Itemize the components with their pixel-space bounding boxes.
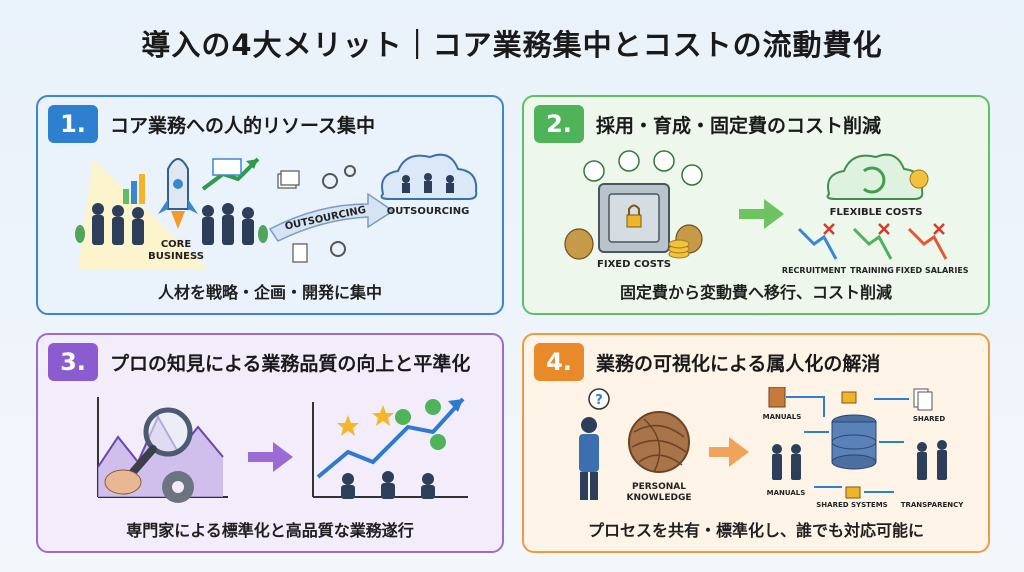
- manuals-bottom-label: MANUALS: [767, 489, 806, 497]
- star-icon: [337, 405, 394, 436]
- document-stack-icon: [277, 170, 308, 263]
- panel-quality: 3. プロの知見による業務品質の向上と平準化: [36, 333, 504, 553]
- recruitment-label: RECRUITMENT: [782, 266, 847, 275]
- svg-text:?: ?: [595, 393, 603, 408]
- training-label: TRAINING: [850, 266, 894, 275]
- coin-stack-icon: [668, 239, 690, 259]
- fixed-costs-label: FIXED COSTS: [597, 259, 671, 270]
- panel-number: 2.: [534, 105, 584, 143]
- magnifier-icon: [129, 407, 193, 476]
- hand-icon: [104, 469, 142, 495]
- panel-title: プロの知見による業務品質の向上と平準化: [110, 353, 471, 375]
- cost-reduction-illustration: FIXED COSTS FLEXIBLE COSTS RECRUITMENT T…: [564, 150, 969, 275]
- team-people-icon: [92, 203, 254, 245]
- confused-person-icon: ?: [579, 388, 610, 500]
- panel-core-focus: 1. コア業務への人的リソース集中: [36, 95, 504, 315]
- panel-caption: 人材を戦略・企画・開発に集中: [157, 283, 382, 302]
- page-title: 導入の4大メリット｜コア業務集中とコストの流動費化: [141, 28, 883, 62]
- arrow-right-icon: [739, 199, 784, 229]
- panel-title: 業務の可視化による属人化の解消: [596, 353, 881, 375]
- panel-visualization: 4. 業務の可視化による属人化の解消 ? PERSONAL KNOWLEDGE: [522, 333, 990, 553]
- cloud-icon: [380, 153, 478, 200]
- fixed-salaries-label: FIXED SALARIES: [895, 266, 968, 275]
- shared-systems-label: SHARED SYSTEMS: [816, 501, 887, 509]
- transparency-label: TRANSPARENCY: [901, 501, 965, 509]
- yarn-ball-icon: [628, 411, 690, 473]
- core-focus-illustration: CORE BUSINESS OUTSOURCING OUTSOURCING: [75, 153, 478, 269]
- business-label: BUSINESS: [148, 251, 204, 262]
- gear-icon: [322, 165, 356, 257]
- flow-arrows: [786, 396, 909, 493]
- safe-icon: [598, 183, 670, 253]
- arrow-right-icon: [248, 442, 293, 472]
- panel-title: 採用・育成・固定費のコスト削減: [596, 115, 882, 137]
- visualization-illustration: ? PERSONAL KNOWLEDGE: [579, 387, 965, 509]
- decline-chart-icon: [797, 227, 948, 260]
- panel-number: 1.: [48, 105, 98, 143]
- core-label: CORE: [161, 239, 192, 250]
- panel-cost-reduction: 2. 採用・育成・固定費のコスト削減 FIXED COSTS FLEXIBLE …: [522, 95, 990, 315]
- flexible-cloud-icon: [826, 153, 929, 200]
- panel-number: 4.: [534, 343, 584, 381]
- arrow-right-icon: [709, 437, 749, 467]
- growth-chart-icon: [123, 157, 260, 204]
- plant-icon: [75, 225, 268, 243]
- manual-book-icon: [768, 387, 786, 408]
- gear-icon: [162, 471, 194, 503]
- check-icon: [395, 399, 446, 450]
- personal-label: PERSONAL: [632, 482, 686, 492]
- shared-doc-icon: [913, 388, 933, 411]
- knowledge-label: KNOWLEDGE: [627, 493, 692, 503]
- flexible-costs-label: FLEXIBLE COSTS: [830, 207, 923, 218]
- people-circle-icon: [583, 150, 703, 186]
- panel-caption: 固定費から変動費へ移行、コスト削減: [619, 283, 892, 302]
- rocket-icon: [158, 158, 198, 229]
- experts-icon: [341, 471, 435, 499]
- quality-illustration: [97, 397, 468, 503]
- database-icon: [831, 414, 877, 470]
- lock-icon: [841, 391, 861, 499]
- outsourcing-arrow: [268, 192, 395, 242]
- panel-number: 3.: [48, 343, 98, 381]
- panel-caption: 専門家による標準化と高品質な業務遂行: [126, 521, 414, 540]
- manuals-top-label: MANUALS: [763, 413, 802, 421]
- shared-top-label: SHARED: [913, 415, 945, 423]
- cross-mark-icon: [823, 223, 945, 235]
- outsourcing-cloud-label: OUTSOURCING: [387, 206, 470, 217]
- team-people-icon: [772, 440, 947, 480]
- panel-title: コア業務への人的リソース集中: [110, 115, 376, 137]
- panel-caption: プロセスを共有・標準化し、誰でも対応可能に: [587, 521, 924, 540]
